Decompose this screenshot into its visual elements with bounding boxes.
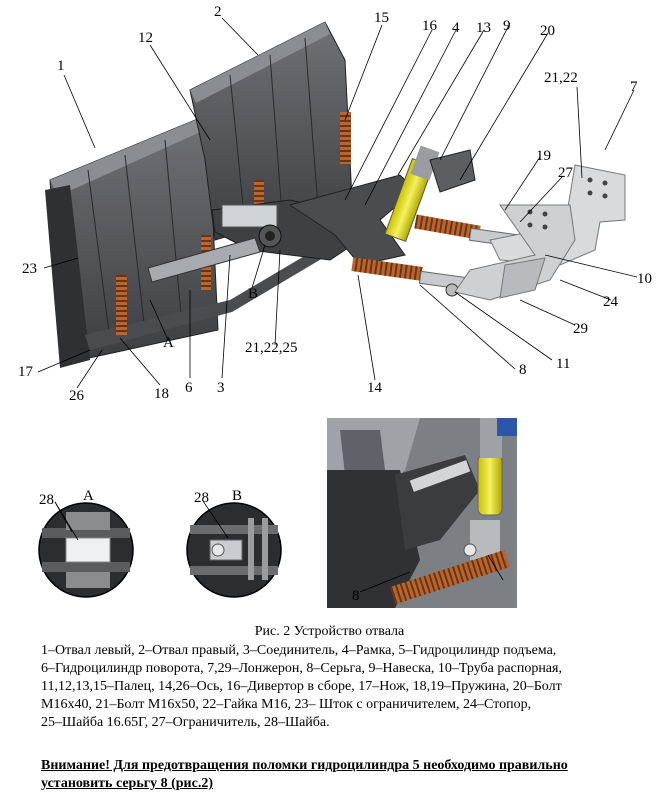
legend-line: М16х40, 21–Болт М16х50, 22–Гайка М16, 23… <box>41 697 532 712</box>
legend-line: 11,12,13,15–Палец, 14,26–Ось, 16–Диверто… <box>41 679 562 694</box>
callout-3: 3 <box>217 380 225 396</box>
detail-a: А <box>38 488 134 598</box>
warning-line: установить серьгу 8 (рис.2) <box>41 776 213 791</box>
detail-b-number: 28 <box>194 490 209 506</box>
main-assembly-drawing <box>45 21 626 368</box>
callout-7: 7 <box>630 79 638 95</box>
callout-10: 10 <box>637 271 652 287</box>
callout-12: 12 <box>138 30 153 46</box>
spring-18 <box>116 275 127 335</box>
spring-19 <box>414 214 481 240</box>
leader-lines <box>37 17 638 389</box>
legend-line: 25–Шайба 16.65Г, 27–Ограничитель, 28–Шай… <box>41 715 330 730</box>
callout-18: 18 <box>154 386 169 402</box>
callout-17: 17 <box>18 364 34 380</box>
callout-4: 4 <box>452 20 460 36</box>
callout-28-main: 28 <box>39 492 54 508</box>
detail-photo: 8 <box>327 418 517 608</box>
detail-a-label: А <box>83 488 94 504</box>
detail-b: 28 B <box>186 488 282 598</box>
warning-line: Внимание! Для предотвращения поломки гид… <box>41 758 568 773</box>
callout-23: 23 <box>22 261 37 277</box>
callout-26: 26 <box>69 388 85 404</box>
callout-9: 9 <box>503 18 511 34</box>
callout-16: 16 <box>422 18 438 34</box>
callout-27: 27 <box>558 165 574 181</box>
legend: 1–Отвал левый, 2–Отвал правый, 3–Соедини… <box>41 642 641 732</box>
callout-11: 11 <box>556 356 570 372</box>
callout-2: 2 <box>214 4 222 20</box>
callout-19: 19 <box>536 148 551 164</box>
callout-8: 8 <box>519 362 527 378</box>
frame-4 <box>288 174 416 266</box>
callout-labels: 1 2 3 4 5 6 7 8 9 10 11 12 13 14 15 16 1… <box>18 4 652 591</box>
legend-line: 1–Отвал левый, 2–Отвал правый, 3–Соедини… <box>41 643 557 658</box>
detail-photo-8: 8 <box>352 588 360 604</box>
snow-plow-assembly-figure: 1 2 3 4 5 6 7 8 9 10 11 12 13 14 15 16 1… <box>18 4 652 608</box>
callout-B: B <box>248 286 258 302</box>
spring-lower <box>351 257 423 281</box>
warning-note: Внимание! Для предотвращения поломки гид… <box>41 757 641 793</box>
spring-15-top <box>340 112 351 164</box>
callout-21-22-25: 21,22,25 <box>245 340 298 356</box>
legend-line: 6–Гидроцилиндр поворота, 7,29–Лонжерон, … <box>41 661 562 676</box>
mount-9 <box>429 149 476 193</box>
callout-13: 13 <box>476 20 491 36</box>
callout-6: 6 <box>185 380 193 396</box>
callout-24: 24 <box>603 294 619 310</box>
callout-A: A <box>163 335 174 351</box>
callout-15: 15 <box>374 10 389 26</box>
callout-29: 29 <box>573 321 588 337</box>
detail-b-label: B <box>232 488 242 504</box>
callout-1: 1 <box>57 58 65 74</box>
callout-14: 14 <box>367 380 383 396</box>
callout-21-22: 21,22 <box>544 70 578 86</box>
callout-20: 20 <box>540 23 555 39</box>
turning-cylinder <box>147 237 261 283</box>
figure-caption: Рис. 2 Устройство отвала <box>254 624 405 639</box>
